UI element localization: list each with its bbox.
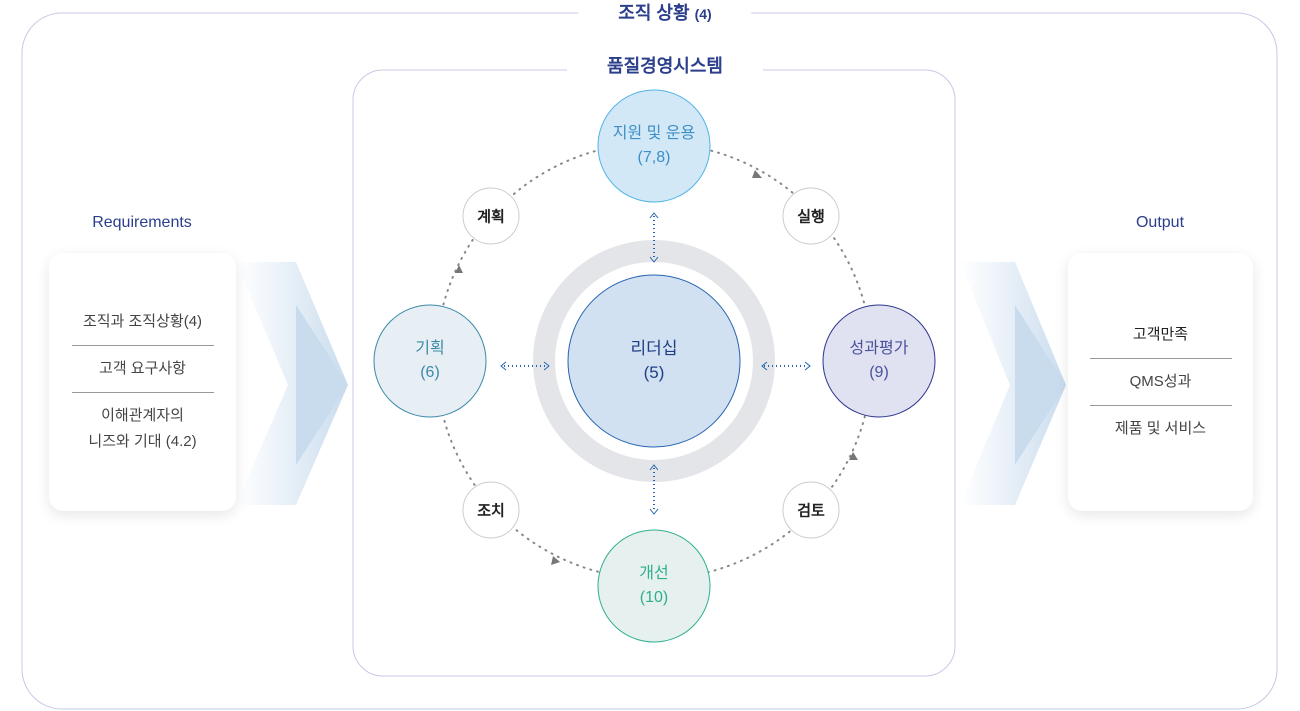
planning-circle (373, 304, 487, 418)
output-arrow (960, 262, 1066, 505)
requirements-label: Requirements (92, 214, 192, 231)
improvement-circle (597, 529, 711, 643)
outer-title: 조직 상황 (4) (578, 0, 752, 25)
evaluation-circle (822, 304, 936, 418)
step-check: 검토 (797, 502, 825, 520)
step-circles (462, 187, 840, 539)
output-item: 고객만족 (1132, 326, 1189, 343)
inner-title: 품질경영시스템 (567, 52, 763, 78)
support-circle (597, 89, 711, 203)
node-improvement: 개선(10) (639, 565, 669, 606)
cycle-arrowheads (455, 170, 858, 565)
output-item: QMS성과 (1129, 373, 1192, 390)
step-plan: 계획 (477, 208, 505, 226)
input-arrow (236, 262, 348, 505)
leadership-circle (567, 274, 741, 448)
requirement-item: 고객 요구사항 (99, 360, 186, 377)
connector-arrows (504, 216, 806, 512)
leadership-ring (533, 240, 775, 482)
output-item: 제품 및 서비스 (1114, 420, 1207, 437)
step-do: 실행 (797, 208, 825, 226)
node-planning: 기획(6) (415, 340, 445, 381)
node-leadership: 리더십(5) (630, 339, 678, 382)
node-support: 지원 및 운용(7,8) (612, 125, 696, 166)
requirement-item: 조직과 조직상황(4) (82, 313, 203, 330)
step-act: 조치 (477, 502, 505, 520)
output-card: 고객만족 QMS성과 제품 및 서비스 (1068, 253, 1253, 511)
output-label: Output (1135, 214, 1185, 231)
node-evaluation: 성과평가(9) (849, 340, 909, 381)
